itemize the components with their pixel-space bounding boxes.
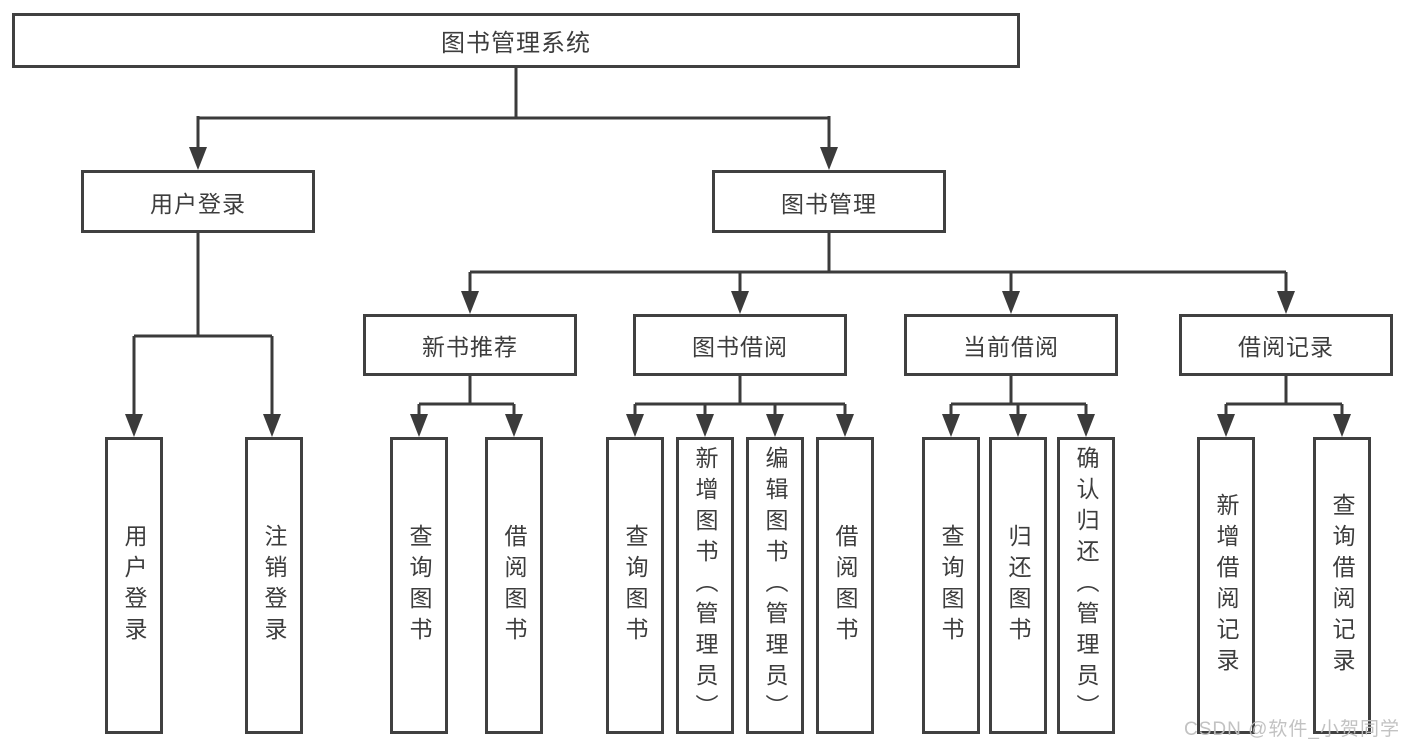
node-book-borrowing: 图书借阅	[633, 314, 847, 376]
node-label: 图书管理系统	[441, 30, 591, 57]
node-user-login-leaf: 用户登录	[105, 437, 163, 734]
node-label: 查询图书	[938, 523, 964, 648]
node-new-book-recommend: 新书推荐	[363, 314, 577, 376]
node-label: 新增图书（管理员）	[692, 446, 718, 725]
node-library-system: 图书管理系统	[12, 13, 1020, 68]
node-edit-book-admin: 编辑图书（管理员）	[746, 437, 804, 734]
node-label: 图书管理	[781, 190, 877, 217]
node-label: 注销登录	[261, 523, 287, 648]
node-label: 编辑图书（管理员）	[762, 446, 788, 725]
node-label: 确认归还（管理员）	[1073, 446, 1099, 725]
node-borrow-records: 借阅记录	[1179, 314, 1393, 376]
node-confirm-return-admin: 确认归还（管理员）	[1057, 437, 1115, 734]
node-label: 当前借阅	[963, 334, 1059, 360]
node-label: 查询图书	[406, 523, 432, 648]
node-query-books-3: 查询图书	[922, 437, 980, 734]
node-label: 借阅记录	[1238, 334, 1334, 360]
node-current-borrowing: 当前借阅	[904, 314, 1118, 376]
node-label: 借阅图书	[501, 523, 527, 648]
node-logout: 注销登录	[245, 437, 303, 734]
node-add-borrow-record: 新增借阅记录	[1197, 437, 1255, 734]
node-label: 新书推荐	[422, 334, 518, 360]
node-query-borrow-record: 查询借阅记录	[1313, 437, 1371, 734]
node-label: 用户登录	[150, 190, 246, 217]
node-user-login: 用户登录	[81, 170, 315, 233]
node-borrow-books-2: 借阅图书	[816, 437, 874, 734]
node-query-books-2: 查询图书	[606, 437, 664, 734]
node-query-books-1: 查询图书	[390, 437, 448, 734]
node-book-management: 图书管理	[712, 170, 946, 233]
node-label: 图书借阅	[692, 334, 788, 360]
node-borrow-books-1: 借阅图书	[485, 437, 543, 734]
node-label: 查询借阅记录	[1329, 492, 1355, 679]
node-label: 新增借阅记录	[1213, 492, 1239, 679]
node-label: 借阅图书	[832, 523, 858, 648]
node-return-book: 归还图书	[989, 437, 1047, 734]
node-add-book-admin: 新增图书（管理员）	[676, 437, 734, 734]
node-label: 查询图书	[622, 523, 648, 648]
node-label: 用户登录	[121, 523, 147, 648]
node-label: 归还图书	[1005, 523, 1031, 648]
watermark-text: CSDN @软件_小贺同学	[1184, 719, 1400, 740]
